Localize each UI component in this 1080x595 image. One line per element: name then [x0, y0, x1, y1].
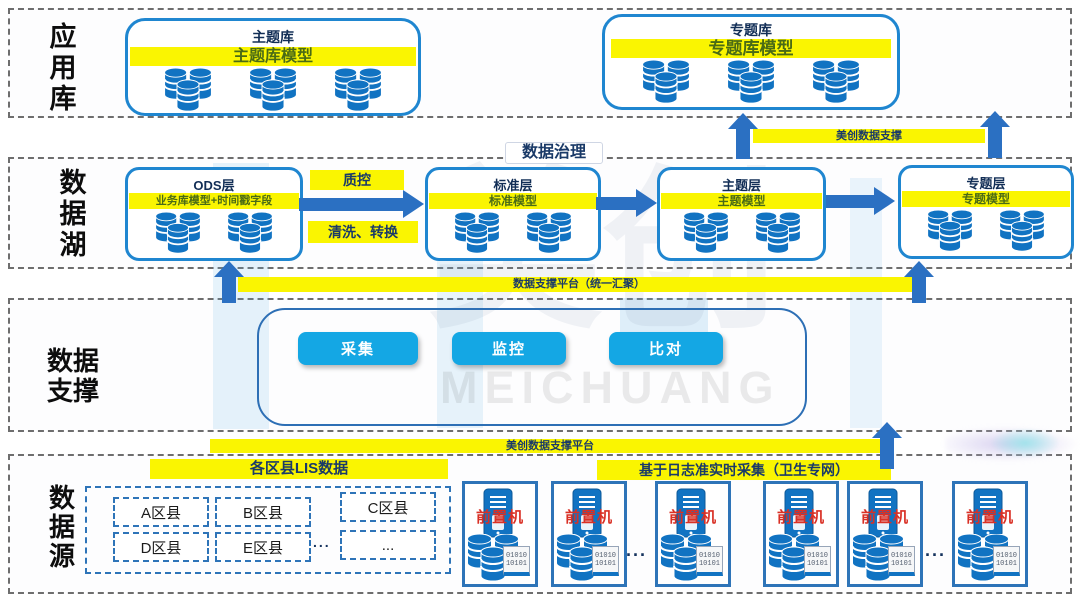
county-b-box: B区县	[215, 497, 311, 527]
lis-data-band: 各区县LIS数据	[150, 459, 448, 479]
meichuang-support-banner: 美创数据支撑	[753, 129, 985, 143]
arrow-up-icon	[728, 113, 758, 159]
subject-db-model-band: 主题库模型	[130, 47, 416, 66]
counties-container	[85, 486, 451, 574]
front-machines-ellipsis: ...	[925, 540, 947, 560]
database-cluster-icon	[162, 68, 214, 112]
collect-button[interactable]: 采集	[298, 332, 418, 365]
database-cluster-icon	[332, 68, 384, 112]
database-cluster-icon	[725, 60, 777, 104]
database-cluster-icon	[810, 60, 862, 104]
front-machine-label: 前置机	[776, 509, 825, 526]
database-cluster-icon	[925, 210, 975, 252]
county-c-box: C区县	[340, 492, 436, 522]
binary-line: 01010	[594, 552, 616, 560]
support-layer-label: 数据支撑	[46, 347, 99, 406]
database-cluster-icon	[153, 212, 203, 254]
arrow-up-icon	[980, 111, 1010, 158]
standard-layer-box: 标准层 标准模型	[425, 167, 601, 261]
standard-model-band: 标准模型	[429, 193, 597, 209]
county-d-box: D区县	[113, 532, 209, 562]
arrow-right-icon	[299, 190, 424, 218]
counties-ellipsis: ...	[313, 534, 331, 550]
monitor-button[interactable]: 监控	[452, 332, 566, 365]
front-machine-label: 前置机	[860, 509, 909, 526]
ods-layer-box: ODS层 业务库模型+时间戳字段	[125, 167, 303, 261]
binary-line: 01010	[806, 552, 828, 560]
log-collect-band: 基于日志准实时采集（卫生专网）	[597, 460, 891, 480]
meichuang-platform-banner: 美创数据支撑平台	[210, 439, 890, 453]
database-cluster-icon	[640, 60, 692, 104]
app-layer-label: 应用库	[49, 22, 77, 114]
data-support-layer-row	[8, 298, 1072, 432]
front-machine-label: 前置机	[475, 509, 524, 526]
binary-line: 10101	[995, 560, 1017, 568]
arrow-up-icon	[872, 422, 902, 469]
front-machine-label: 前置机	[668, 509, 717, 526]
subject-layer-title: 主题层	[721, 178, 761, 193]
special-layer-box: 专题层 专题模型	[898, 165, 1074, 259]
ods-layer-title: ODS层	[193, 178, 235, 193]
ods-model-band: 业务库模型+时间戳字段	[129, 193, 299, 209]
subject-model-band: 主题模型	[661, 193, 822, 209]
special-db-box: 专题库 专题库模型	[602, 14, 900, 110]
front-machine-label: 前置机	[564, 509, 613, 526]
source-layer-label: 数据源	[48, 484, 75, 571]
binary-line: 10101	[806, 560, 828, 568]
quality-control-band: 质控	[310, 170, 404, 190]
data-governance-label: 数据治理	[505, 142, 603, 164]
county-e-box: E区县	[215, 532, 311, 562]
county-more-box: ...	[340, 530, 436, 560]
database-cluster-icon	[681, 212, 731, 254]
arrow-up-icon	[904, 261, 934, 303]
database-cluster-icon	[753, 212, 803, 254]
binary-line: 10101	[505, 560, 527, 568]
subject-db-box: 主题库 主题库模型	[125, 18, 421, 116]
subject-db-title: 主题库	[252, 29, 294, 45]
binary-line: 10101	[594, 560, 616, 568]
database-cluster-icon	[997, 210, 1047, 252]
special-model-band: 专题模型	[902, 191, 1070, 207]
standard-layer-title: 标准层	[493, 178, 533, 193]
database-cluster-icon	[225, 212, 275, 254]
database-cluster-icon	[247, 68, 299, 112]
binary-line: 01010	[995, 552, 1017, 560]
binary-line: 10101	[698, 560, 720, 568]
unified-platform-banner: 数据支撑平台（统一汇聚）	[238, 277, 920, 292]
front-machines-ellipsis: ...	[626, 540, 648, 560]
lake-layer-label: 数据湖	[59, 168, 87, 260]
county-a-box: A区县	[113, 497, 209, 527]
support-tools-container	[257, 308, 807, 426]
special-layer-title: 专题层	[966, 176, 1006, 191]
front-machine-label: 前置机	[965, 509, 1014, 526]
special-db-title: 专题库	[730, 22, 772, 38]
clean-transform-band: 清洗、转换	[308, 221, 418, 243]
subject-layer-box: 主题层 主题模型	[657, 167, 826, 261]
database-cluster-icon	[452, 212, 502, 254]
binary-line: 01010	[698, 552, 720, 560]
arrow-right-icon	[826, 187, 895, 215]
arrow-up-icon	[214, 261, 244, 303]
arrow-right-icon	[596, 189, 657, 217]
special-db-model-band: 专题库模型	[611, 39, 891, 58]
binary-line: 10101	[890, 560, 912, 568]
binary-line: 01010	[890, 552, 912, 560]
compare-button[interactable]: 比对	[609, 332, 723, 365]
database-cluster-icon	[524, 212, 574, 254]
binary-line: 01010	[505, 552, 527, 560]
